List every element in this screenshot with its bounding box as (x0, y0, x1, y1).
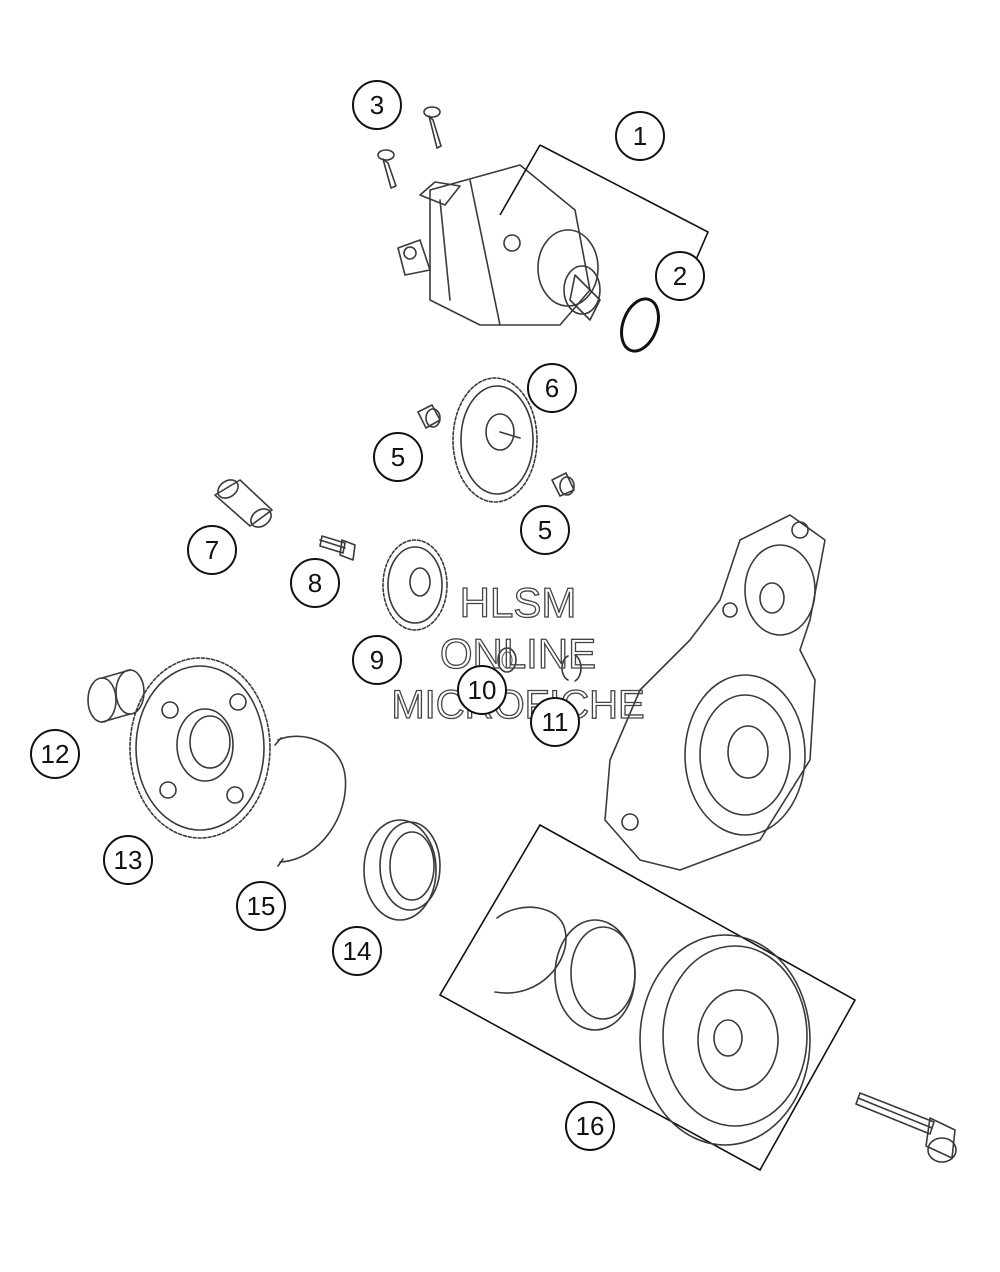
watermark: HLSM ONLINE MICROFICHE (391, 578, 646, 727)
flywheel-bolt (855, 1092, 957, 1163)
callouts: 1 2 3 5 5 6 7 8 (30, 80, 705, 1151)
starter-screws (377, 106, 442, 189)
callout-2[interactable]: 2 (655, 251, 705, 301)
watermark-line1: HLSM (460, 579, 577, 626)
gear-screw (319, 535, 356, 561)
callout-5-upper[interactable]: 5 (373, 432, 423, 482)
callout-label: 6 (545, 373, 559, 403)
callout-5-lower[interactable]: 5 (520, 505, 570, 555)
callout-3[interactable]: 3 (352, 80, 402, 130)
snap-ring (274, 735, 347, 867)
freewheel-bearing (363, 819, 441, 921)
washer (497, 647, 517, 673)
freewheel-gear (129, 657, 271, 839)
small-gear (382, 539, 448, 631)
intermediate-gear (452, 377, 538, 503)
starter-motor (397, 164, 601, 326)
bearing-bush (87, 669, 145, 723)
callout-6[interactable]: 6 (527, 363, 577, 413)
bushings (417, 404, 575, 497)
callout-label: 13 (114, 845, 143, 875)
callout-label: 14 (343, 936, 372, 966)
callout-label: 7 (205, 535, 219, 565)
callout-label: 5 (538, 515, 552, 545)
callout-label: 1 (633, 121, 647, 151)
callout-8[interactable]: 8 (290, 558, 340, 608)
callout-label: 15 (247, 891, 276, 921)
o-ring (620, 297, 660, 353)
leader-lines (499, 144, 710, 263)
callout-label: 8 (308, 568, 322, 598)
callout-label: 12 (41, 739, 70, 769)
callout-label: 2 (673, 261, 687, 291)
callout-7[interactable]: 7 (187, 525, 237, 575)
callout-label: 3 (370, 90, 384, 120)
callout-13[interactable]: 13 (103, 835, 153, 885)
callout-14[interactable]: 14 (332, 926, 382, 976)
watermark-line3: MICROFICHE (391, 683, 644, 727)
ignition-cover (604, 514, 826, 871)
callout-label: 11 (542, 707, 569, 737)
callout-label: 16 (576, 1111, 605, 1141)
watermark-line2: ONLINE (440, 630, 596, 677)
callout-15[interactable]: 15 (236, 881, 286, 931)
callout-label: 5 (391, 442, 405, 472)
circlip (561, 654, 582, 682)
kit-16 (438, 823, 857, 1172)
callout-10[interactable]: 10 (457, 665, 507, 715)
callout-11[interactable]: 11 (530, 697, 580, 747)
callout-label: 9 (370, 645, 384, 675)
callout-9[interactable]: 9 (352, 635, 402, 685)
callout-label: 10 (468, 675, 497, 705)
callout-12[interactable]: 12 (30, 729, 80, 779)
callout-1[interactable]: 1 (615, 111, 665, 161)
sleeve (214, 479, 273, 528)
callout-16[interactable]: 16 (565, 1101, 615, 1151)
